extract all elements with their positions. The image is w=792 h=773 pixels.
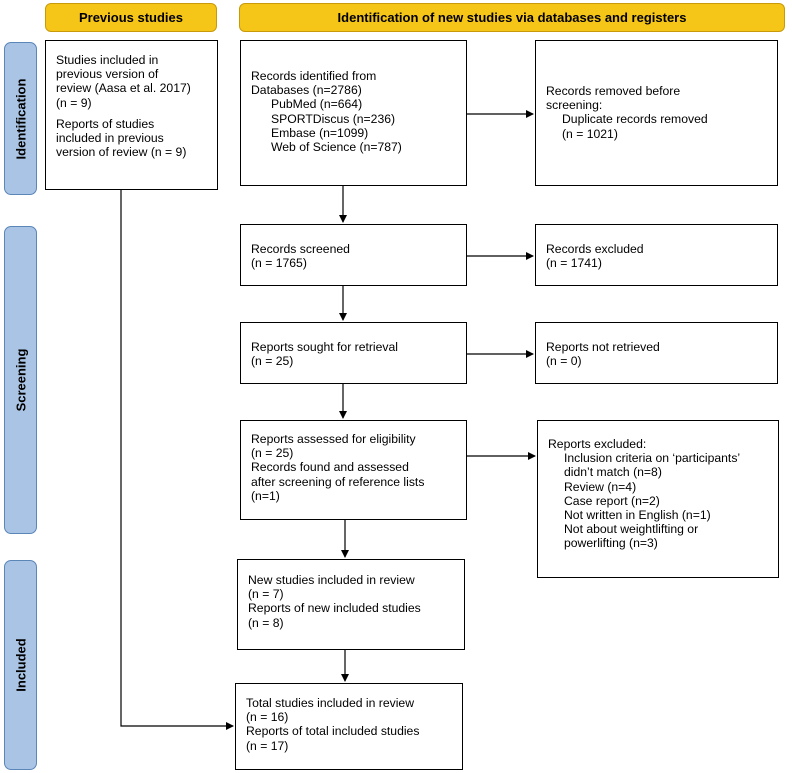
identified-line-2: Databases (n=2786): [251, 83, 362, 98]
reports-excluded-line-2: Inclusion criteria on ‘participants’: [564, 451, 741, 466]
screened-line-1: Records screened: [251, 242, 350, 256]
removed-line-3: Duplicate records removed: [562, 112, 708, 127]
excluded-line-1: Records excluded: [546, 242, 644, 256]
records-identified-box: Records identified from Databases (n=278…: [240, 40, 467, 186]
reports-excluded-line-1: Reports excluded:: [548, 437, 647, 451]
identified-line-1: Records identified from: [251, 69, 377, 83]
removed-line-4: (n = 1021): [562, 126, 618, 141]
sought-line-2: (n = 25): [251, 354, 294, 369]
total-line-2: (n = 16): [246, 710, 289, 725]
total-line-1: Total studies included in review: [246, 696, 415, 710]
new-included-box: New studies included in review (n = 7) R…: [237, 559, 465, 650]
not-retrieved-line-1: Reports not retrieved: [546, 340, 660, 354]
identified-line-5: Embase (n=1099): [271, 125, 369, 140]
previous-studies-box: Studies included in previous version of …: [45, 40, 218, 190]
total-line-4: (n = 17): [246, 738, 289, 753]
identified-line-4: SPORTDiscus (n=236): [271, 111, 396, 126]
phase-included: Included: [4, 560, 37, 770]
records-screened-box: Records screened (n = 1765): [240, 224, 467, 286]
previous-line-4: (n = 9): [56, 95, 92, 110]
phase-screening: Screening: [4, 226, 37, 534]
arrow-previous-to-total: [120, 190, 234, 730]
eligibility-box: Reports assessed for eligibility (n = 25…: [240, 420, 467, 520]
reports-excluded-line-3: didn’t match (n=8): [564, 465, 662, 480]
previous-line-3: review (Aasa et al. 2017): [56, 81, 191, 96]
identified-line-6: Web of Science (n=787): [271, 140, 402, 155]
records-removed-box: Records removed before screening: Duplic…: [535, 40, 778, 186]
not-retrieved-line-2: (n = 0): [546, 354, 582, 369]
reports-excluded-line-6: Not written in English (n=1): [564, 508, 711, 523]
reports-excluded-line-4: Review (n=4): [564, 479, 637, 494]
records-excluded-box: Records excluded (n = 1741): [535, 224, 778, 286]
reports-not-retrieved-box: Reports not retrieved (n = 0): [535, 322, 778, 384]
header-previous-studies: Previous studies: [45, 3, 217, 32]
reports-excluded-line-8: powerlifting (n=3): [564, 536, 658, 551]
screened-line-2: (n = 1765): [251, 256, 307, 271]
reports-excluded-line-7: Not about weightlifting or: [564, 522, 699, 537]
eligibility-line-3: Records found and assessed: [251, 460, 409, 475]
previous-line-2: previous version of: [56, 67, 159, 82]
removed-line-1: Records removed before: [546, 84, 681, 98]
total-included-box: Total studies included in review (n = 16…: [235, 683, 463, 770]
new-included-line-4: (n = 8): [248, 615, 284, 630]
reports-excluded-line-5: Case report (n=2): [564, 493, 660, 508]
removed-line-2: screening:: [546, 98, 603, 113]
eligibility-line-2: (n = 25): [251, 446, 294, 461]
eligibility-line-4: after screening of reference lists: [251, 474, 425, 489]
header-new-studies: Identification of new studies via databa…: [239, 3, 785, 32]
total-line-3: Reports of total included studies: [246, 724, 420, 739]
previous-line-6: included in previous: [56, 131, 164, 146]
new-included-line-3: Reports of new included studies: [248, 601, 421, 616]
previous-line-5: Reports of studies: [56, 116, 155, 131]
identified-line-3: PubMed (n=664): [271, 97, 363, 112]
reports-sought-box: Reports sought for retrieval (n = 25): [240, 322, 467, 384]
eligibility-line-1: Reports assessed for eligibility: [251, 432, 416, 446]
new-included-line-1: New studies included in review: [248, 573, 415, 587]
excluded-line-2: (n = 1741): [546, 256, 602, 271]
reports-excluded-box: Reports excluded: Inclusion criteria on …: [537, 420, 779, 578]
phase-identification: Identification: [4, 42, 37, 195]
eligibility-line-5: (n=1): [251, 488, 280, 503]
new-included-line-2: (n = 7): [248, 587, 284, 602]
previous-line-7: version of review (n = 9): [56, 145, 187, 160]
previous-line-1: Studies included in: [56, 53, 159, 67]
sought-line-1: Reports sought for retrieval: [251, 340, 398, 354]
